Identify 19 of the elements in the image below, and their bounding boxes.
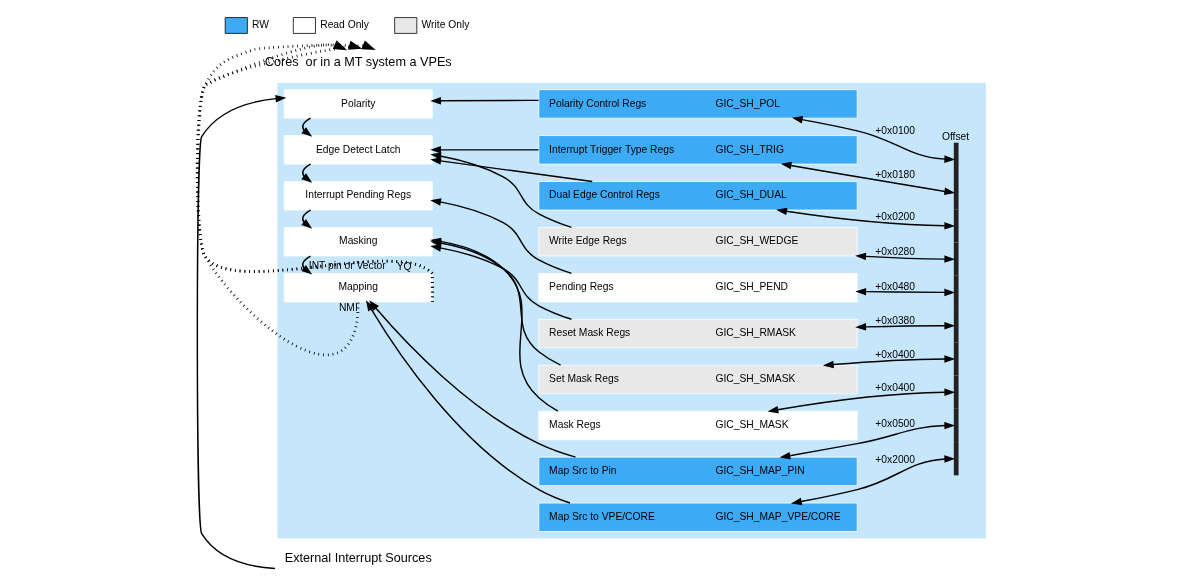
node-text: Cores or in a MT system a VPEs	[264, 54, 452, 69]
node-label: Offset	[941, 130, 969, 142]
legend-label: Write Only	[421, 19, 469, 31]
edge-label: YQ	[396, 260, 411, 272]
legend-label: RW	[251, 19, 269, 31]
edge-label: +0x0400	[874, 348, 915, 360]
edge-label: NMI	[338, 301, 358, 313]
legend-label: Read Only	[319, 19, 369, 31]
node-text: External Interrupt Sources	[284, 550, 432, 565]
edge-label: +0x0500	[874, 417, 915, 429]
edge-label: +0x0480	[874, 280, 915, 292]
edge-label: +0x0400	[874, 381, 915, 393]
edge-label: +0x0100	[874, 124, 915, 136]
edge-label: INT pin or Vector	[308, 260, 386, 272]
edge-label: +0x0280	[874, 245, 915, 257]
edge-label: +0x0180	[874, 168, 915, 180]
edge-label: +0x0380	[874, 314, 915, 326]
edge-label: +0x2000	[874, 453, 915, 465]
edge-label: +0x0200	[874, 210, 915, 222]
